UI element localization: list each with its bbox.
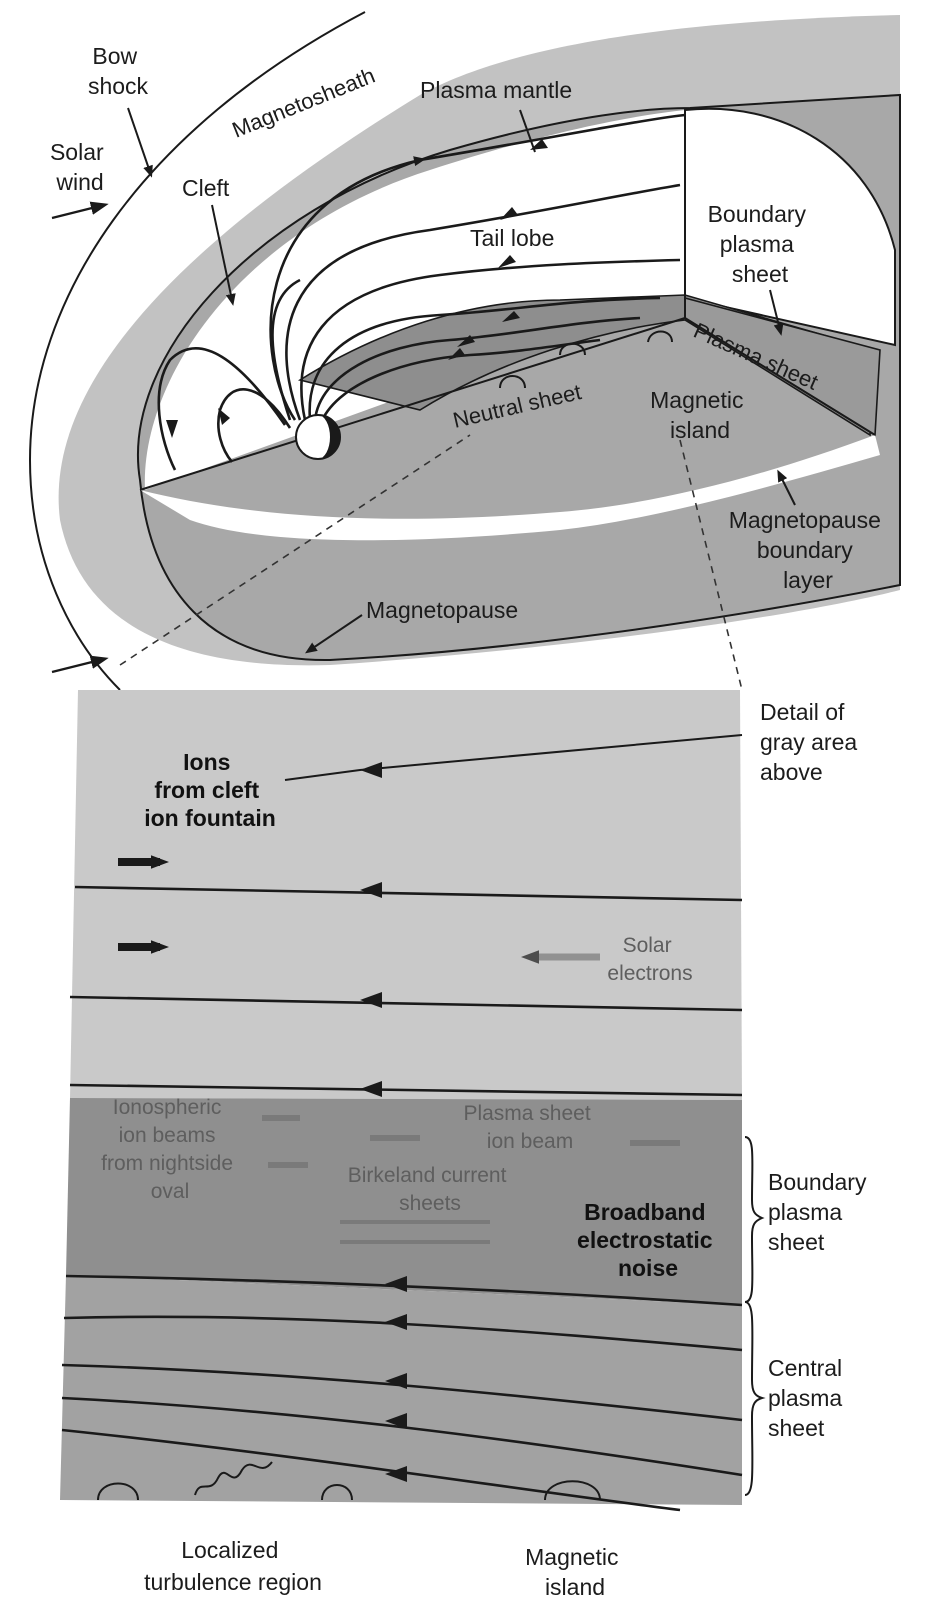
central-plasma-sheet-brace [745, 1302, 762, 1495]
solar-wind-arrow-lower [52, 660, 100, 672]
boundary-plasma-sheet-brace [745, 1137, 762, 1302]
magnetosheath-label: Magnetosheath [229, 63, 379, 143]
boundary-plasma-sheet-label-bottom: Boundary plasma sheet [768, 1169, 873, 1255]
solar-wind-label: Solar wind [50, 139, 110, 195]
central-plasma-sheet-label: Central plasma sheet [768, 1355, 849, 1441]
detail-of-gray-area-label: Detail of gray area above [760, 699, 864, 785]
magnetic-island-label-bottom: Magnetic island [525, 1544, 625, 1600]
detail-light-region [70, 690, 742, 1100]
tail-lobe-label: Tail lobe [470, 225, 554, 251]
bottom-diagram: Detail of gray area above Ions from clef… [60, 690, 873, 1600]
bow-shock-pointer [128, 108, 150, 172]
solar-wind-arrow [52, 206, 100, 218]
magnetopause-label: Magnetopause [366, 597, 518, 623]
top-diagram: Bow shock Solar wind Magnetosheath Plasm… [30, 12, 900, 690]
bow-shock-label: Bow shock [88, 43, 149, 99]
localized-turbulence-label: Localized turbulence region [144, 1537, 322, 1595]
cleft-label: Cleft [182, 175, 230, 201]
plasma-mantle-label: Plasma mantle [420, 77, 572, 103]
